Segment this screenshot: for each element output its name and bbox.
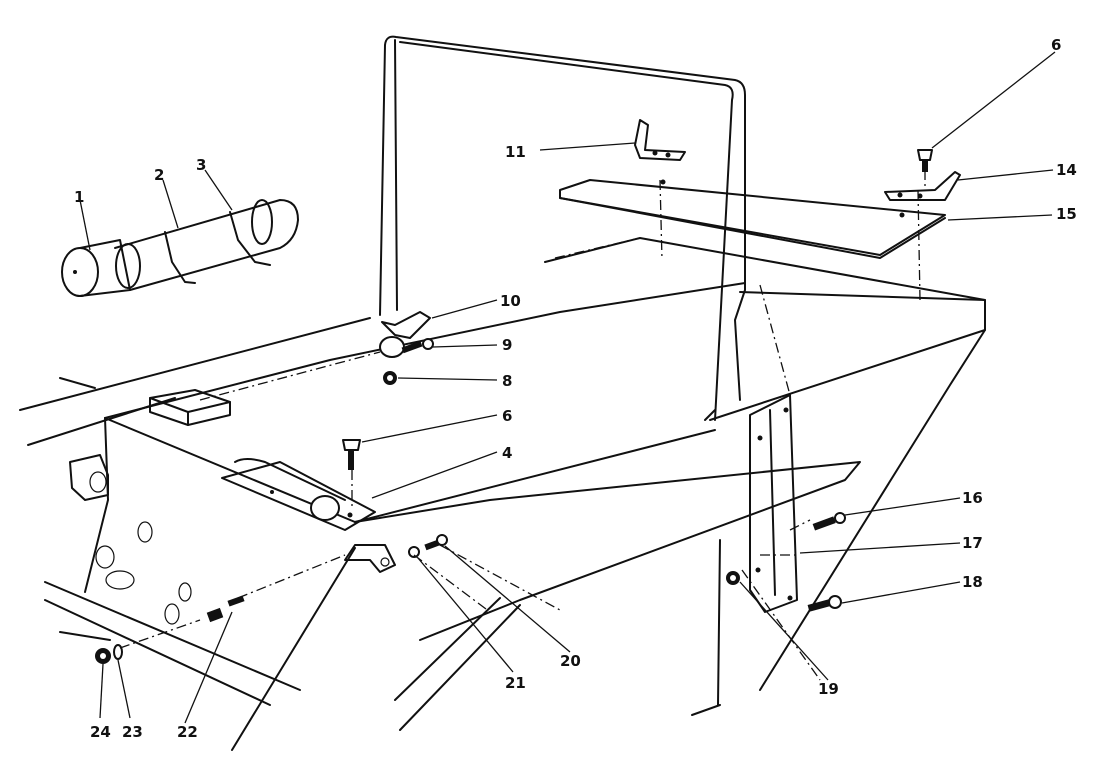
centerlines <box>119 170 926 681</box>
upright-loop-frame <box>379 35 746 421</box>
callout-2: 2 <box>154 166 164 184</box>
callout-1: 1 <box>74 188 84 206</box>
muffler-assembly <box>61 199 299 297</box>
callout-21: 21 <box>505 674 526 692</box>
callout-17: 17 <box>962 534 983 552</box>
callout-11: 11 <box>505 143 526 161</box>
chassis-frame <box>19 237 986 751</box>
callout-14: 14 <box>1056 161 1077 179</box>
callout-6-lower: 6 <box>502 407 512 425</box>
callout-15: 15 <box>1056 205 1077 223</box>
callout-20: 20 <box>560 652 581 670</box>
callout-10: 10 <box>500 292 521 310</box>
callout-16: 16 <box>962 489 983 507</box>
leader-lines <box>79 51 1056 724</box>
callout-23: 23 <box>122 723 143 741</box>
end-bracket <box>749 394 798 613</box>
callout-6-top: 6 <box>1051 36 1061 54</box>
callout-22: 22 <box>177 723 198 741</box>
hinge-plate <box>221 458 376 531</box>
callout-3: 3 <box>196 156 206 174</box>
upper-tray <box>559 119 961 259</box>
callout-24: 24 <box>90 723 111 741</box>
callout-4: 4 <box>502 444 512 462</box>
callout-19: 19 <box>818 680 839 698</box>
callout-9: 9 <box>502 336 512 354</box>
callout-8: 8 <box>502 372 512 390</box>
callout-18: 18 <box>962 573 983 591</box>
hardware <box>95 149 933 664</box>
callouts: 1 2 3 4 6 6 8 9 10 11 14 15 16 17 18 19 … <box>74 36 1077 741</box>
small-bracket <box>344 544 396 573</box>
